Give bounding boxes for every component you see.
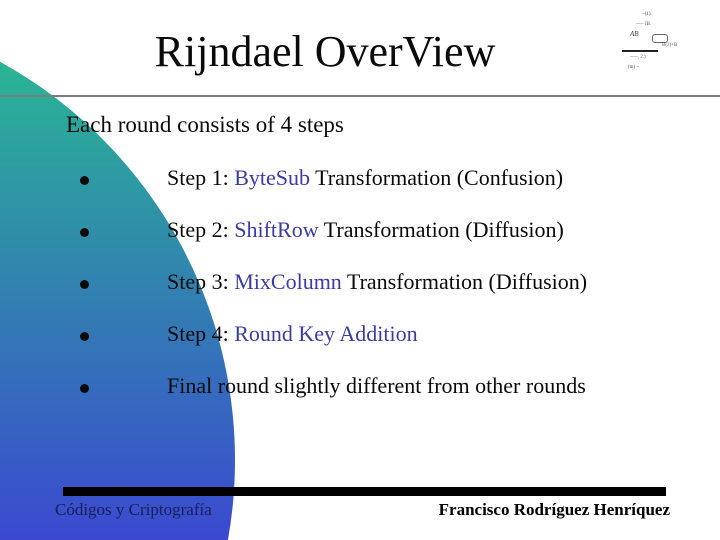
- bullet-marker-icon: [80, 176, 89, 185]
- formula-line-4: B(2)+B: [662, 43, 678, 48]
- bullet-text: Step 3: MixColumn Transformation (Diffus…: [167, 270, 587, 294]
- formula-line-6: (m) ~: [628, 65, 640, 70]
- bullet-text: Step 2: ShiftRow Transformation (Diffusi…: [167, 218, 564, 242]
- bullet-suffix: Transformation (Diffusion): [318, 217, 564, 242]
- bullet-prefix: Step 1:: [167, 165, 235, 190]
- footer-author-name: Francisco Rodríguez Henríquez: [438, 500, 670, 519]
- formula-line-1: ~(1).: [642, 12, 652, 17]
- fraction-bar-icon: [622, 50, 658, 52]
- bullet-suffix: Transformation (Diffusion): [341, 269, 588, 294]
- bullet-item-2: Step 2: ShiftRow Transformation (Diffusi…: [0, 218, 720, 246]
- bullet-text: Final round slightly different from othe…: [167, 374, 586, 398]
- bullet-keyword: ByteSub: [234, 165, 311, 190]
- formula-line-5: ~—, 2.): [630, 55, 646, 60]
- slide-title: Rijndael OverView: [154, 27, 496, 76]
- formula-thumbnail: ~(1). ~— IB. AB B(2)+B ~—, 2.) (m) ~: [620, 6, 705, 74]
- formula-line-3: AB: [630, 30, 639, 38]
- bullet-item-4: Step 4: Round Key Addition: [0, 322, 720, 350]
- lead-text: Each round consists of 4 steps: [66, 112, 344, 137]
- bullet-prefix: Final round slightly different from othe…: [167, 373, 586, 398]
- footer-divider-bar: [63, 487, 666, 496]
- bullet-keyword: MixColumn: [234, 269, 342, 294]
- bullet-suffix: Transformation (Confusion): [310, 165, 564, 190]
- bullet-prefix: Step 4:: [167, 321, 235, 346]
- bullet-marker-icon: [80, 228, 89, 237]
- bullet-item-5: Final round slightly different from othe…: [0, 374, 720, 402]
- bullet-keyword: ShiftRow: [234, 217, 319, 242]
- bullet-item-3: Step 3: MixColumn Transformation (Diffus…: [0, 270, 720, 298]
- bullet-prefix: Step 3:: [167, 269, 235, 294]
- formula-box-icon: [652, 34, 668, 43]
- bullet-text: Step 1: ByteSub Transformation (Confusio…: [167, 166, 563, 190]
- bullet-text: Step 4: Round Key Addition: [167, 322, 418, 346]
- bullet-marker-icon: [80, 384, 89, 393]
- bullet-marker-icon: [80, 332, 89, 341]
- title-divider: [0, 95, 720, 97]
- footer-course-title: Códigos y Criptografía: [55, 500, 212, 519]
- bullet-item-1: Step 1: ByteSub Transformation (Confusio…: [0, 166, 720, 194]
- bullet-keyword: Round Key Addition: [234, 321, 418, 346]
- bullet-prefix: Step 2:: [167, 217, 235, 242]
- formula-line-2: ~— IB.: [636, 22, 652, 27]
- bullet-marker-icon: [80, 280, 89, 289]
